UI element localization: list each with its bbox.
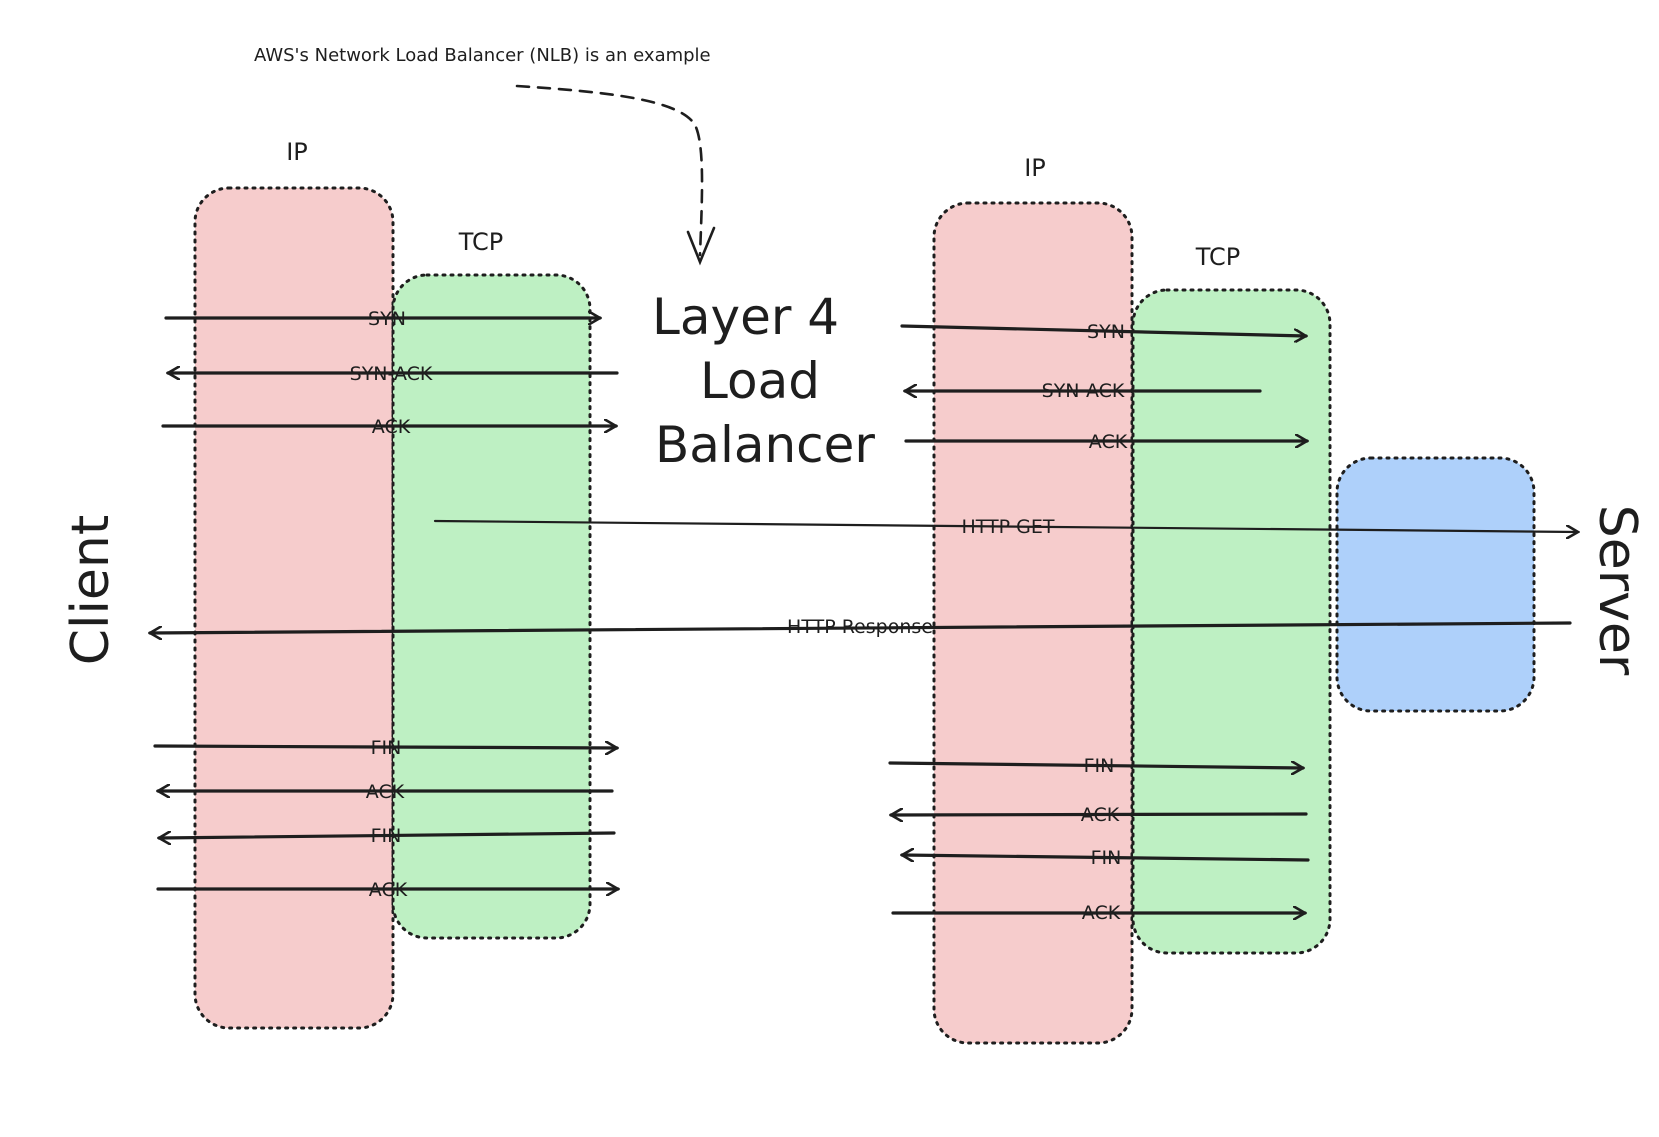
svg-text:ACK: ACK (1089, 431, 1128, 453)
svg-text:ACK: ACK (1081, 804, 1120, 826)
right-msg-fin-2: FIN (902, 847, 1310, 869)
note-arrowhead (686, 226, 716, 266)
left-msg-syn: SYN (164, 308, 600, 330)
left-msg-ack-2: ACK (158, 781, 614, 803)
client-label: Client (61, 515, 121, 666)
left-msg-ack-3: ACK (156, 879, 618, 901)
svg-text:ACK: ACK (369, 879, 408, 901)
svg-text:FIN: FIN (1084, 755, 1115, 777)
svg-text:SYN-ACK: SYN-ACK (350, 363, 433, 385)
left-tcp-label: TCP (458, 228, 503, 256)
svg-text:SYN: SYN (368, 308, 406, 330)
svg-text:ACK: ACK (1082, 902, 1121, 924)
left-tcp-box (391, 273, 592, 940)
left-ip-label: IP (286, 138, 308, 166)
title-line-2: Load (700, 352, 820, 410)
title-line-3: Balancer (655, 416, 875, 474)
svg-text:HTTP Response: HTTP Response (787, 616, 933, 638)
svg-text:SYN: SYN (1087, 321, 1125, 343)
left-msg-syn-ack: SYN-ACK (168, 363, 619, 385)
right-msg-syn-ack: SYN-ACK (905, 380, 1262, 402)
server-label: Server (1587, 505, 1647, 676)
svg-text:FIN: FIN (1091, 847, 1122, 869)
svg-text:ACK: ACK (366, 781, 405, 803)
server-box (1335, 456, 1536, 713)
http-get-arrow: HTTP GET (433, 516, 1578, 538)
right-msg-fin-1: FIN (888, 755, 1303, 777)
left-msg-ack-1: ACK (161, 416, 616, 438)
right-msg-syn: SYN (900, 321, 1306, 343)
svg-text:ACK: ACK (372, 416, 411, 438)
svg-text:SYN-ACK: SYN-ACK (1042, 380, 1125, 402)
right-tcp-label: TCP (1195, 243, 1240, 271)
left-msg-fin-1: FIN (153, 737, 617, 759)
note-connector (515, 84, 704, 257)
svg-text:FIN: FIN (371, 737, 402, 759)
right-msg-ack-3: ACK (891, 902, 1305, 924)
right-msg-ack-2: ACK (891, 804, 1308, 826)
title-line-1: Layer 4 (652, 288, 839, 346)
svg-text:FIN: FIN (371, 825, 402, 847)
right-msg-ack-1: ACK (904, 431, 1307, 453)
nlb-note: AWS's Network Load Balancer (NLB) is an … (254, 45, 711, 66)
right-tcp-box (1131, 288, 1332, 955)
right-ip-box (932, 201, 1134, 1045)
left-ip-box (193, 186, 395, 1030)
right-ip-label: IP (1024, 154, 1046, 182)
left-msg-fin-2: FIN (159, 825, 616, 847)
http-response-arrow: HTTP Response (150, 616, 1572, 638)
svg-text:HTTP GET: HTTP GET (962, 516, 1055, 538)
